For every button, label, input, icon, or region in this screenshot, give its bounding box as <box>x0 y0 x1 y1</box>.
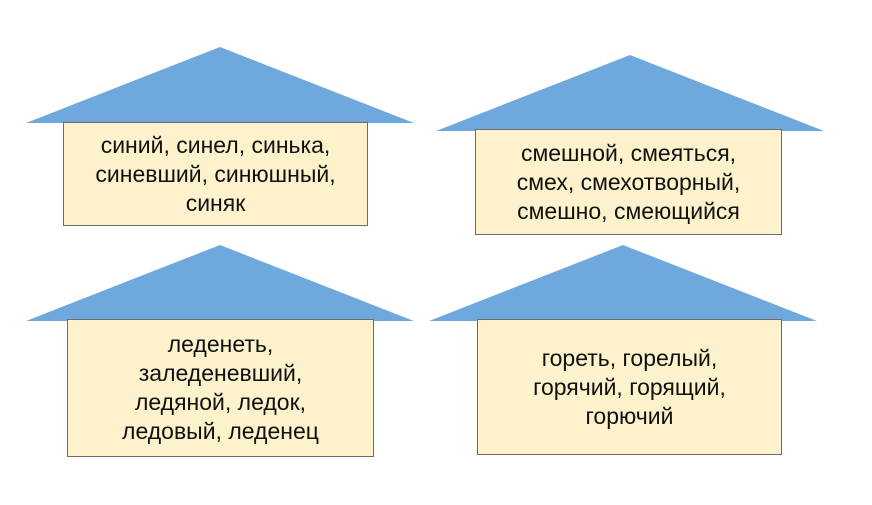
word-line: ледяной, ледок, <box>134 389 307 415</box>
word-list-4: гореть, горелый, горячий, горящий, горюч… <box>533 344 726 431</box>
word-line: смешной, смеяться, <box>520 139 737 166</box>
house-wall-4: гореть, горелый, горячий, горящий, горюч… <box>477 319 782 455</box>
word-list-2: смешной, смеяться, смех, смехотворный, с… <box>517 139 741 226</box>
word-list-1: синий, синел, синька, синевший, синюшный… <box>95 131 335 218</box>
word-line: заледеневший, <box>138 360 303 386</box>
word-line: горючий <box>585 402 674 429</box>
word-line: синий, синел, синька, <box>100 131 331 158</box>
word-line: леденеть, <box>167 331 274 357</box>
word-line: смешно, смеющийся <box>517 197 740 224</box>
word-list-3: леденеть, заледеневший, ледяной, ледок, … <box>122 330 319 446</box>
house-wall-3: леденеть, заледеневший, ледяной, ледок, … <box>67 319 374 457</box>
roof-triangle-3 <box>26 245 414 321</box>
roof-triangle-1 <box>26 47 414 123</box>
word-line: синевший, синюшный, <box>95 160 336 187</box>
house-wall-1: синий, синел, синька, синевший, синюшный… <box>63 122 368 226</box>
roof-triangle-2 <box>436 55 824 131</box>
word-line: горячий, горящий, <box>533 373 726 400</box>
word-line: гореть, горелый, <box>541 344 718 371</box>
word-line: ледовый, леденец <box>122 418 319 444</box>
word-line: смех, смехотворный, <box>516 168 741 195</box>
roof-triangle-4 <box>429 245 817 321</box>
house-wall-2: смешной, смеяться, смех, смехотворный, с… <box>475 129 782 235</box>
word-line: синяк <box>185 189 246 216</box>
